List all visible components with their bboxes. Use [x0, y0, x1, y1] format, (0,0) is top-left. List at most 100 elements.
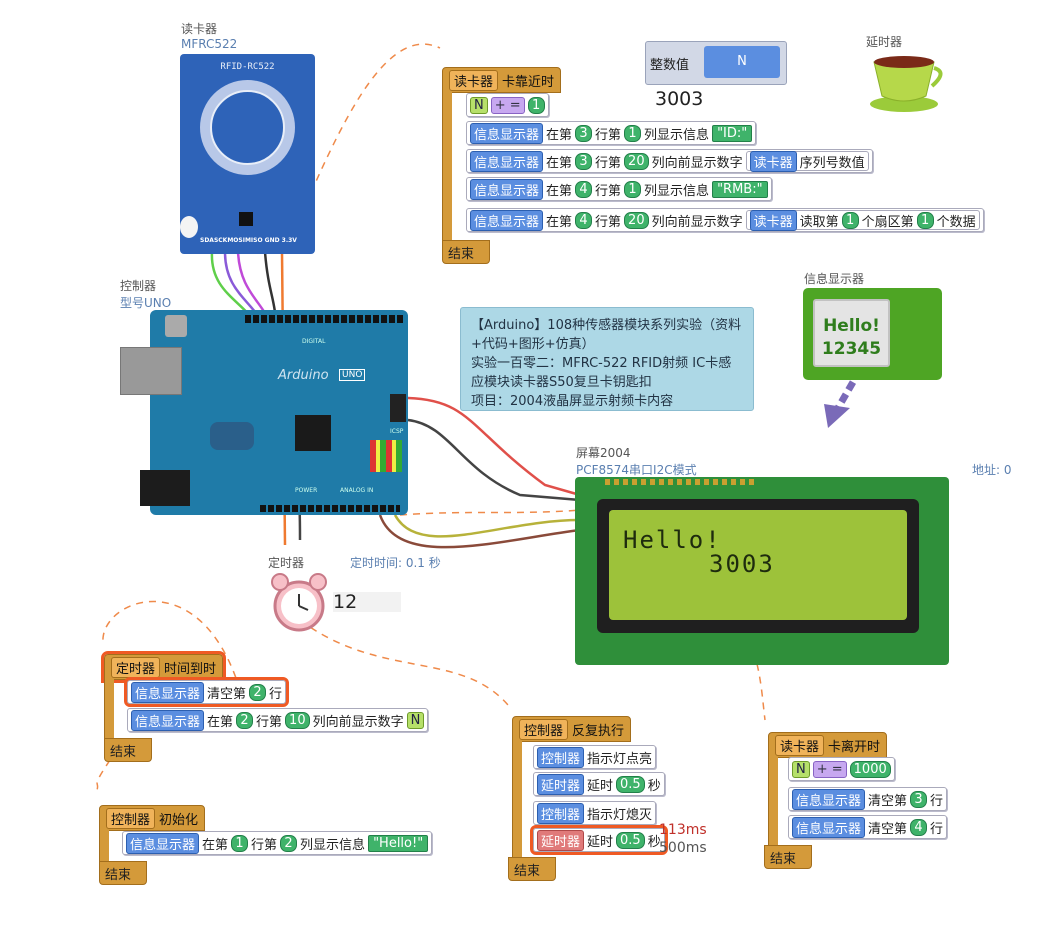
device-chip: 信息显示器: [470, 178, 544, 200]
row-chip: 4: [910, 818, 928, 836]
text-a: 在第: [546, 155, 573, 171]
power-label: POWER: [295, 487, 318, 494]
rfid-name: 读卡器: [181, 22, 218, 36]
int-value-readout: 3003: [655, 88, 704, 110]
device-chip: 控制器: [537, 802, 585, 824]
text-b: 行第: [595, 155, 622, 171]
event-device: 定时器: [111, 656, 161, 678]
stmt-clear-row3[interactable]: 信息显示器 清空第 3 行: [788, 787, 948, 811]
digital-label: DIGITAL: [302, 338, 326, 345]
int-var-name: N: [704, 46, 780, 78]
block-spine: [442, 92, 452, 240]
digital-header: [245, 315, 403, 323]
text-b: 行: [930, 821, 944, 837]
row-chip: 1: [231, 834, 249, 852]
row-chip: 4: [575, 211, 593, 229]
alarm-clock-icon: [271, 573, 327, 632]
device-chip: 信息显示器: [792, 788, 866, 810]
device-chip: 信息显示器: [470, 209, 544, 231]
event-card-leave[interactable]: 读卡器 卡离开时: [768, 732, 888, 758]
device-chip: 信息显示器: [470, 150, 544, 172]
stmt-led-off[interactable]: 控制器 指示灯熄灭: [533, 801, 657, 825]
text-a: 清空第: [868, 793, 908, 809]
text-a: 在第: [546, 183, 573, 199]
timer-name: 定时器: [268, 556, 305, 570]
total-time: 500ms: [659, 840, 707, 856]
device-chip: 信息显示器: [131, 681, 205, 703]
arduino-uno-board[interactable]: Arduino UNO DIGITAL ANALOG IN POWER ICSP: [120, 310, 408, 515]
row-chip: 2: [249, 683, 267, 701]
text-b: 行第: [595, 127, 622, 143]
text-b: 行第: [256, 714, 283, 730]
info-display-widget[interactable]: Hello! 12345: [803, 288, 942, 380]
text-a: 在第: [546, 127, 573, 143]
text-b: 行: [269, 686, 283, 702]
col-chip: 1: [624, 180, 642, 198]
block-end: 结束: [442, 240, 490, 264]
lcd-header-pins: [605, 479, 755, 485]
event-label: 时间到时: [164, 661, 217, 677]
text-c: 列向前显示数字: [312, 714, 404, 730]
stmt-show-rmb[interactable]: 信息显示器 在第 4 行第 1 列显示信息 "RMB:": [466, 177, 772, 201]
stmt-show-sector[interactable]: 信息显示器 在第 4 行第 20 列向前显示数字 读卡器 读取第 1 个扇区第 …: [466, 208, 984, 232]
stmt-led-on[interactable]: 控制器 指示灯点亮: [533, 745, 657, 769]
row-chip: 2: [236, 711, 254, 729]
device-chip: 延时器: [537, 773, 585, 795]
stmt-delay-1[interactable]: 延时器 延时 0.5 秒: [533, 772, 665, 796]
rfid-chip: [239, 212, 253, 226]
lcd-address: 地址: 0: [972, 463, 1012, 477]
lcd-2004-module[interactable]: Hello! 3003: [575, 477, 949, 665]
reader-sector-expr[interactable]: 读卡器 读取第 1 个扇区第 1 个数据: [745, 209, 980, 231]
text-d: 读取第: [799, 214, 839, 230]
event-device: 控制器: [106, 807, 156, 829]
event-timer-due[interactable]: 定时器 时间到时: [100, 651, 227, 683]
info-line2: 12345: [821, 339, 882, 359]
info-display-screen: Hello! 12345: [813, 299, 890, 367]
device-chip: 信息显示器: [470, 122, 544, 144]
block-spine: [99, 830, 109, 862]
rfid-module[interactable]: RFID-RC522 SDASCKMOSIMISO GND 3.3V: [180, 54, 315, 254]
stmt-show-hello[interactable]: 信息显示器 在第 1 行第 2 列显示信息 "Hello!": [122, 831, 433, 855]
uno-badge: UNO: [339, 369, 366, 381]
block-end: 结束: [764, 845, 812, 869]
int-value-widget[interactable]: 整数值 N: [645, 41, 787, 85]
op-chip: + =: [812, 760, 847, 778]
stmt-n-increment[interactable]: N + = 1: [466, 93, 549, 117]
stmt-clear-row2[interactable]: 信息显示器 清空第 2 行: [123, 677, 290, 707]
text-a: 清空第: [868, 821, 908, 837]
num-chip: 0.5: [616, 775, 645, 793]
reader-serial-expr[interactable]: 读卡器 序列号数值: [745, 150, 869, 172]
device-chip: 延时器: [537, 829, 585, 851]
stmt-delay-2[interactable]: 延时器 延时 0.5 秒: [530, 825, 668, 855]
event-init[interactable]: 控制器 初始化: [99, 805, 206, 831]
text-a: 指示灯点亮: [587, 751, 653, 767]
device-chip: 控制器: [537, 746, 585, 768]
analog-label: ANALOG IN: [340, 487, 374, 494]
lcd-mode: PCF8574串口I2C模式: [576, 463, 697, 477]
block-end: 结束: [104, 738, 152, 762]
device-chip: 信息显示器: [131, 709, 205, 731]
elapsed-time: 113ms: [659, 822, 707, 838]
device-chip: 读卡器: [749, 150, 797, 172]
text-c: 列显示信息: [644, 183, 710, 199]
stmt-clear-row4[interactable]: 信息显示器 清空第 4 行: [788, 815, 948, 839]
num-chip: 1000: [849, 760, 891, 778]
text-a: 清空第: [207, 686, 247, 702]
var-chip: N: [470, 96, 488, 114]
stmt-n-add-1000[interactable]: N + = 1000: [788, 757, 895, 781]
stmt-show-n[interactable]: 信息显示器 在第 2 行第 10 列向前显示数字 N: [127, 708, 429, 732]
stmt-show-serial[interactable]: 信息显示器 在第 3 行第 20 列向前显示数字 读卡器 序列号数值: [466, 149, 873, 173]
text-b: 行第: [595, 183, 622, 199]
event-card-near[interactable]: 读卡器 卡靠近时: [442, 67, 562, 93]
timer-interval: 定时时间: 0.1 秒: [350, 556, 441, 570]
var-chip: N: [406, 711, 425, 729]
icsp-header: [390, 394, 406, 422]
text-a: 在第: [207, 714, 234, 730]
text-b: 行第: [595, 214, 622, 230]
event-loop[interactable]: 控制器 反复执行: [512, 716, 632, 742]
led-matrix: [370, 440, 402, 472]
row-chip: 3: [575, 124, 593, 142]
stmt-show-id[interactable]: 信息显示器 在第 3 行第 1 列显示信息 "ID:": [466, 121, 757, 145]
text-f: 个数据: [936, 214, 976, 230]
reset-button[interactable]: [165, 315, 187, 337]
